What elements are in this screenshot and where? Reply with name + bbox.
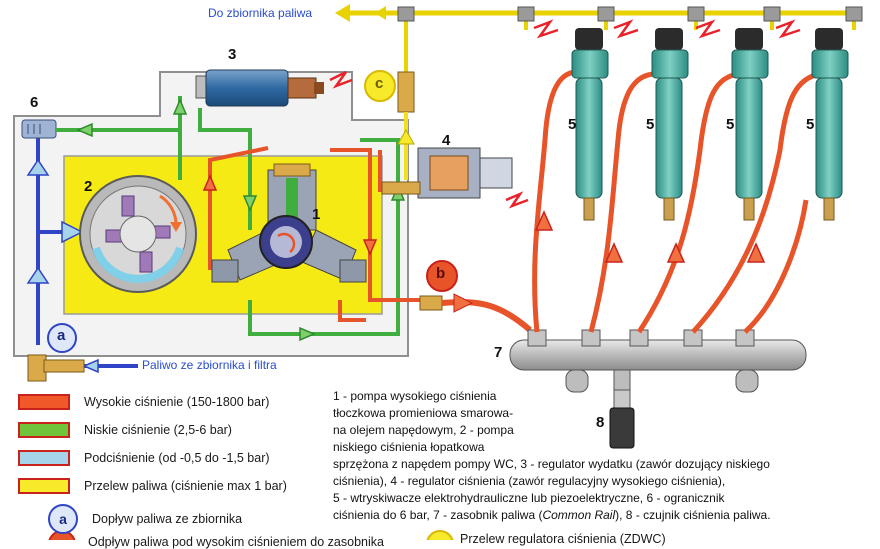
callout-b: [426, 260, 458, 292]
legend-b-text-partial: Odpływ paliwa pod wysokim ciśnieniem do …: [88, 535, 384, 549]
legend-swatch-overflow: [18, 478, 70, 494]
label-3: 3: [228, 46, 237, 63]
legend-circle-a-badge: a: [48, 504, 78, 534]
inlet-fitting: [27, 354, 85, 382]
callout-c: [364, 70, 396, 102]
label-4: 4: [442, 132, 451, 149]
callout-a: [47, 323, 77, 353]
desc-line-8a: ciśnienia do 6 bar, 7 - zasobnik paliwa …: [333, 508, 543, 522]
desc-line-1: 1 - pompa wysokiego ciśnienia: [333, 389, 497, 403]
legend-text-overflow: Przelew paliwa (ciśnienie max 1 bar): [84, 479, 287, 493]
legend-circle-c-partial: [426, 530, 454, 540]
high-pressure-arrows: [202, 174, 378, 256]
high-pressure-lines: [208, 146, 420, 322]
desc-line-7: 5 - wtryskiwacze elektrohydrauliczne lub…: [333, 491, 725, 505]
legend-vacuum: Podciśnienie (od -0,5 do -1,5 bar): [18, 450, 270, 466]
regulator-4-bolt-icon: [505, 191, 529, 209]
callout-c-letter: c: [375, 75, 384, 92]
injector-3: [731, 28, 769, 221]
desc-line-2: tłoczkowa promieniowa smarowa-: [333, 406, 514, 420]
label-5-a: 5: [568, 116, 577, 133]
legend-text-low: Niskie ciśnienie (2,5-6 bar): [84, 423, 232, 437]
desc-line-4: niskiego ciśnienia łopatkowa: [333, 440, 485, 454]
hp-outlet-line: [419, 293, 532, 333]
label-5-c: 5: [726, 116, 735, 133]
tank-return-label: Do zbiornika paliwa: [208, 6, 313, 20]
common-rail: [509, 329, 807, 393]
injector-4: [811, 28, 849, 221]
desc-line-3: na olejem napędowym, 2 - pompa: [333, 423, 514, 437]
fuel-in-label: Paliwo ze zbiornika i filtra: [142, 358, 277, 372]
vane-pump: [79, 175, 197, 293]
label-5-d: 5: [806, 116, 815, 133]
legend-circle-a-text: Dopływ paliwa ze zbiornika: [92, 512, 243, 526]
overflow-regulator-line: [397, 71, 415, 180]
desc-line-8: ciśnienia do 6 bar, 7 - zasobnik paliwa …: [333, 507, 873, 524]
injector-bolt-icons: [533, 19, 801, 39]
desc-line-8c: ), 8 - czujnik ciśnienia paliwa.: [615, 508, 771, 522]
legend-high: Wysokie ciśnienie (150-1800 bar): [18, 394, 269, 410]
legend-c-text-partial: Przelew regulatora ciśnienia (ZDWC): [460, 532, 666, 546]
legend-low: Niskie ciśnienie (2,5-6 bar): [18, 422, 232, 438]
radial-pump: [211, 163, 367, 283]
legend-swatch-low: [18, 422, 70, 438]
regulator-3-bolt-icon: [329, 70, 353, 89]
low-pressure-lines: [56, 96, 400, 336]
label-6: 6: [30, 94, 39, 111]
desc-common-rail: Common Rail: [542, 508, 616, 522]
desc-line-6: ciśnienia), 4 - regulator ciśnienia (zaw…: [333, 474, 726, 488]
label-1: 1: [312, 206, 321, 223]
callout-b-letter: b: [436, 265, 446, 282]
pressure-regulator: [381, 147, 513, 199]
legend-text-vacuum: Podciśnienie (od -0,5 do -1,5 bar): [84, 451, 270, 465]
tank-return-line: [335, 4, 863, 72]
legend-circle-a: a Dopływ paliwa ze zbiornika: [48, 504, 242, 534]
injector-1: [571, 28, 609, 221]
legend-text-high: Wysokie ciśnienie (150-1800 bar): [84, 395, 270, 409]
callout-a-letter: a: [57, 327, 66, 344]
metering-regulator: [195, 69, 324, 107]
legend-swatch-high: [18, 394, 70, 410]
pressure-limiter: [21, 119, 57, 139]
desc-line-5: sprzężona z napędem pompy WC, 3 - regula…: [333, 457, 770, 471]
low-pressure-arrows: [76, 98, 406, 342]
legend-circle-a-letter: a: [59, 511, 67, 527]
label-7: 7: [494, 344, 503, 361]
legend-overflow: Przelew paliwa (ciśnienie max 1 bar): [18, 478, 287, 494]
label-8: 8: [596, 414, 605, 431]
legend-swatch-vacuum: [18, 450, 70, 466]
injector-2: [651, 28, 689, 221]
label-5-b: 5: [646, 116, 655, 133]
rail-pressure-sensor: [609, 389, 635, 449]
label-2: 2: [84, 178, 93, 195]
injector-feed-lines: [532, 69, 821, 334]
component-description: 1 - pompa wysokiego ciśnienia tłoczkowa …: [333, 388, 873, 524]
injector-feed-arrows: [534, 210, 766, 263]
